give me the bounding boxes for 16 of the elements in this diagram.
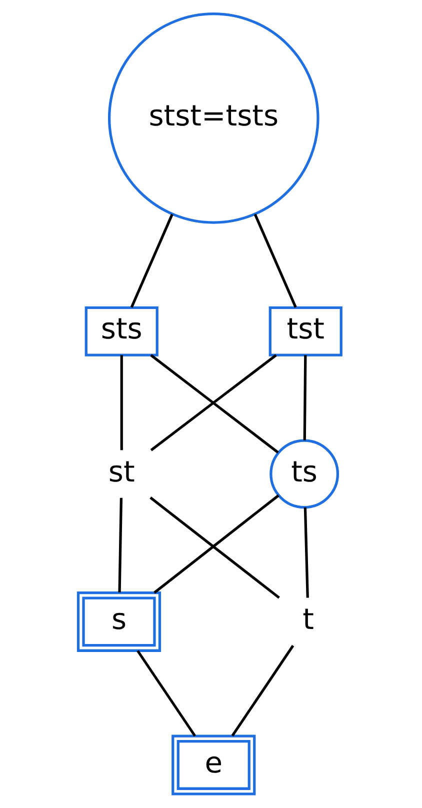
connector bbox=[304, 507, 309, 598]
connector bbox=[303, 355, 307, 440]
connector bbox=[118, 498, 123, 592]
connector bbox=[254, 214, 297, 308]
node-circle: stst=tsts bbox=[108, 12, 320, 224]
connector bbox=[231, 644, 294, 737]
node-box: e bbox=[172, 734, 256, 796]
node-circle: ts bbox=[270, 439, 340, 509]
node-text: st bbox=[108, 454, 135, 488]
connector bbox=[120, 355, 123, 450]
node-box: tst bbox=[268, 306, 342, 356]
connector bbox=[136, 650, 196, 737]
connector bbox=[130, 214, 174, 308]
node-box: sts bbox=[84, 306, 158, 356]
node-box: s bbox=[76, 591, 162, 652]
node-text: t bbox=[302, 602, 314, 636]
